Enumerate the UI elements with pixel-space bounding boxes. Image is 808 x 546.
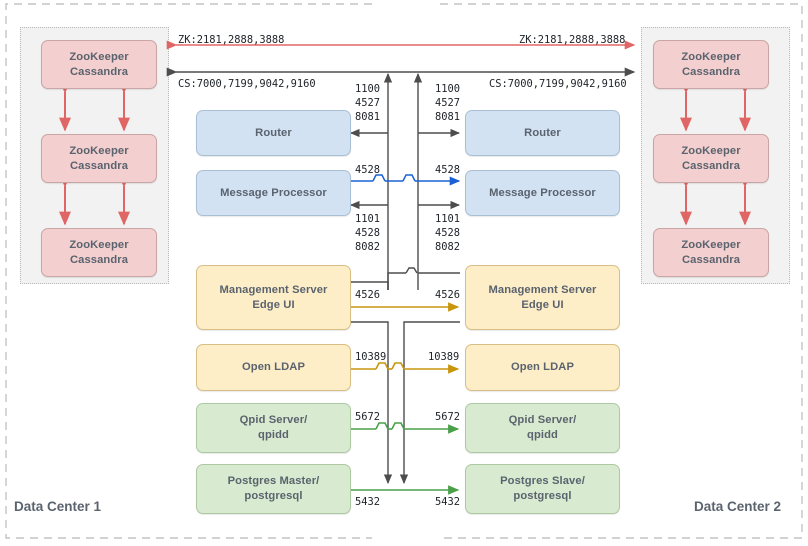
node-zookeeper-cassandra-left-3[interactable]: ZooKeeper Cassandra bbox=[41, 228, 157, 277]
node-label-line2: Edge UI bbox=[252, 298, 295, 311]
datacenter-1-boundary bbox=[5, 3, 372, 539]
node-label-line1: ZooKeeper bbox=[681, 238, 741, 251]
port-label-router-left: 1100 4527 8081 bbox=[355, 83, 381, 124]
node-management-server-left[interactable]: Management Server Edge UI bbox=[196, 265, 351, 330]
port-label-mp-in-left: 1101 4528 8082 bbox=[355, 213, 381, 254]
port-label-postgres-left: 5432 bbox=[355, 496, 381, 508]
node-label-line2: postgresql bbox=[244, 490, 303, 502]
port-label-ldap-left: 10389 bbox=[355, 351, 387, 363]
port-label-router-right: 1100 4527 8081 bbox=[435, 83, 461, 124]
node-label-line2: Cassandra bbox=[69, 159, 129, 172]
node-label-line2: Cassandra bbox=[69, 253, 129, 266]
node-label-line2: Cassandra bbox=[681, 253, 741, 266]
node-open-ldap-right[interactable]: Open LDAP bbox=[465, 344, 620, 391]
node-zookeeper-cassandra-right-3[interactable]: ZooKeeper Cassandra bbox=[653, 228, 769, 277]
port-label-zk-right: ZK:2181,2888,3888 bbox=[519, 34, 626, 46]
node-label-line1: ZooKeeper bbox=[69, 238, 129, 251]
node-label-line2: Cassandra bbox=[681, 65, 741, 78]
port-label-mp-right: 4528 bbox=[435, 164, 461, 176]
node-label-line1: Postgres Slave/ bbox=[500, 475, 585, 488]
node-label-line1: ZooKeeper bbox=[69, 50, 129, 63]
port-label-zk-left: ZK:2181,2888,3888 bbox=[178, 34, 285, 46]
port-label-qpid-left: 5672 bbox=[355, 411, 381, 423]
node-label: Message Processor bbox=[489, 186, 596, 199]
node-label-line2: qpidd bbox=[527, 429, 558, 441]
port-label-ldap-right: 10389 bbox=[428, 351, 460, 363]
port-label-cs-left: CS:7000,7199,9042,9160 bbox=[178, 78, 316, 90]
node-message-processor-left[interactable]: Message Processor bbox=[196, 170, 351, 216]
node-label: Router bbox=[524, 126, 561, 139]
node-zookeeper-cassandra-left-1[interactable]: ZooKeeper Cassandra bbox=[41, 40, 157, 89]
node-label-line1: ZooKeeper bbox=[69, 144, 129, 157]
node-label-line2: Cassandra bbox=[69, 65, 129, 78]
node-label-line2: qpidd bbox=[258, 429, 289, 441]
node-management-server-right[interactable]: Management Server Edge UI bbox=[465, 265, 620, 330]
node-zookeeper-cassandra-left-2[interactable]: ZooKeeper Cassandra bbox=[41, 134, 157, 183]
node-postgres-right[interactable]: Postgres Slave/ postgresql bbox=[465, 464, 620, 514]
node-label-line1: Qpid Server/ bbox=[508, 414, 577, 427]
node-router-left[interactable]: Router bbox=[196, 110, 351, 156]
node-zookeeper-cassandra-right-2[interactable]: ZooKeeper Cassandra bbox=[653, 134, 769, 183]
datacenter-1-label: Data Center 1 bbox=[14, 499, 102, 514]
node-label-line2: Edge UI bbox=[521, 298, 564, 311]
datacenter-2-label: Data Center 2 bbox=[694, 499, 782, 514]
port-label-mp-left: 4528 bbox=[355, 164, 381, 176]
node-label: Open LDAP bbox=[510, 361, 575, 374]
node-label-line1: ZooKeeper bbox=[681, 50, 741, 63]
node-label-line1: ZooKeeper bbox=[681, 144, 741, 157]
port-label-cs-right: CS:7000,7199,9042,9160 bbox=[489, 78, 627, 90]
node-label-line1: Postgres Master/ bbox=[227, 475, 320, 488]
port-label-qpid-right: 5672 bbox=[435, 411, 461, 423]
node-label: Open LDAP bbox=[241, 361, 306, 374]
port-label-mp-in-right: 1101 4528 8082 bbox=[435, 213, 461, 254]
node-zookeeper-cassandra-right-1[interactable]: ZooKeeper Cassandra bbox=[653, 40, 769, 89]
port-label-mgmt-right: 4526 bbox=[435, 289, 461, 301]
node-label: Router bbox=[255, 126, 292, 139]
node-qpid-left[interactable]: Qpid Server/ qpidd bbox=[196, 403, 351, 453]
node-label-line2: postgresql bbox=[513, 490, 572, 502]
node-label-line2: Cassandra bbox=[681, 159, 741, 172]
port-label-mgmt-left: 4526 bbox=[355, 289, 381, 301]
node-message-processor-right[interactable]: Message Processor bbox=[465, 170, 620, 216]
port-label-postgres-right: 5432 bbox=[435, 496, 461, 508]
node-label-line1: Qpid Server/ bbox=[239, 414, 308, 427]
node-label-line1: Management Server bbox=[219, 283, 328, 296]
node-label: Message Processor bbox=[220, 186, 327, 199]
node-open-ldap-left[interactable]: Open LDAP bbox=[196, 344, 351, 391]
node-qpid-right[interactable]: Qpid Server/ qpidd bbox=[465, 403, 620, 453]
node-postgres-left[interactable]: Postgres Master/ postgresql bbox=[196, 464, 351, 514]
node-label-line1: Management Server bbox=[488, 283, 597, 296]
node-router-right[interactable]: Router bbox=[465, 110, 620, 156]
